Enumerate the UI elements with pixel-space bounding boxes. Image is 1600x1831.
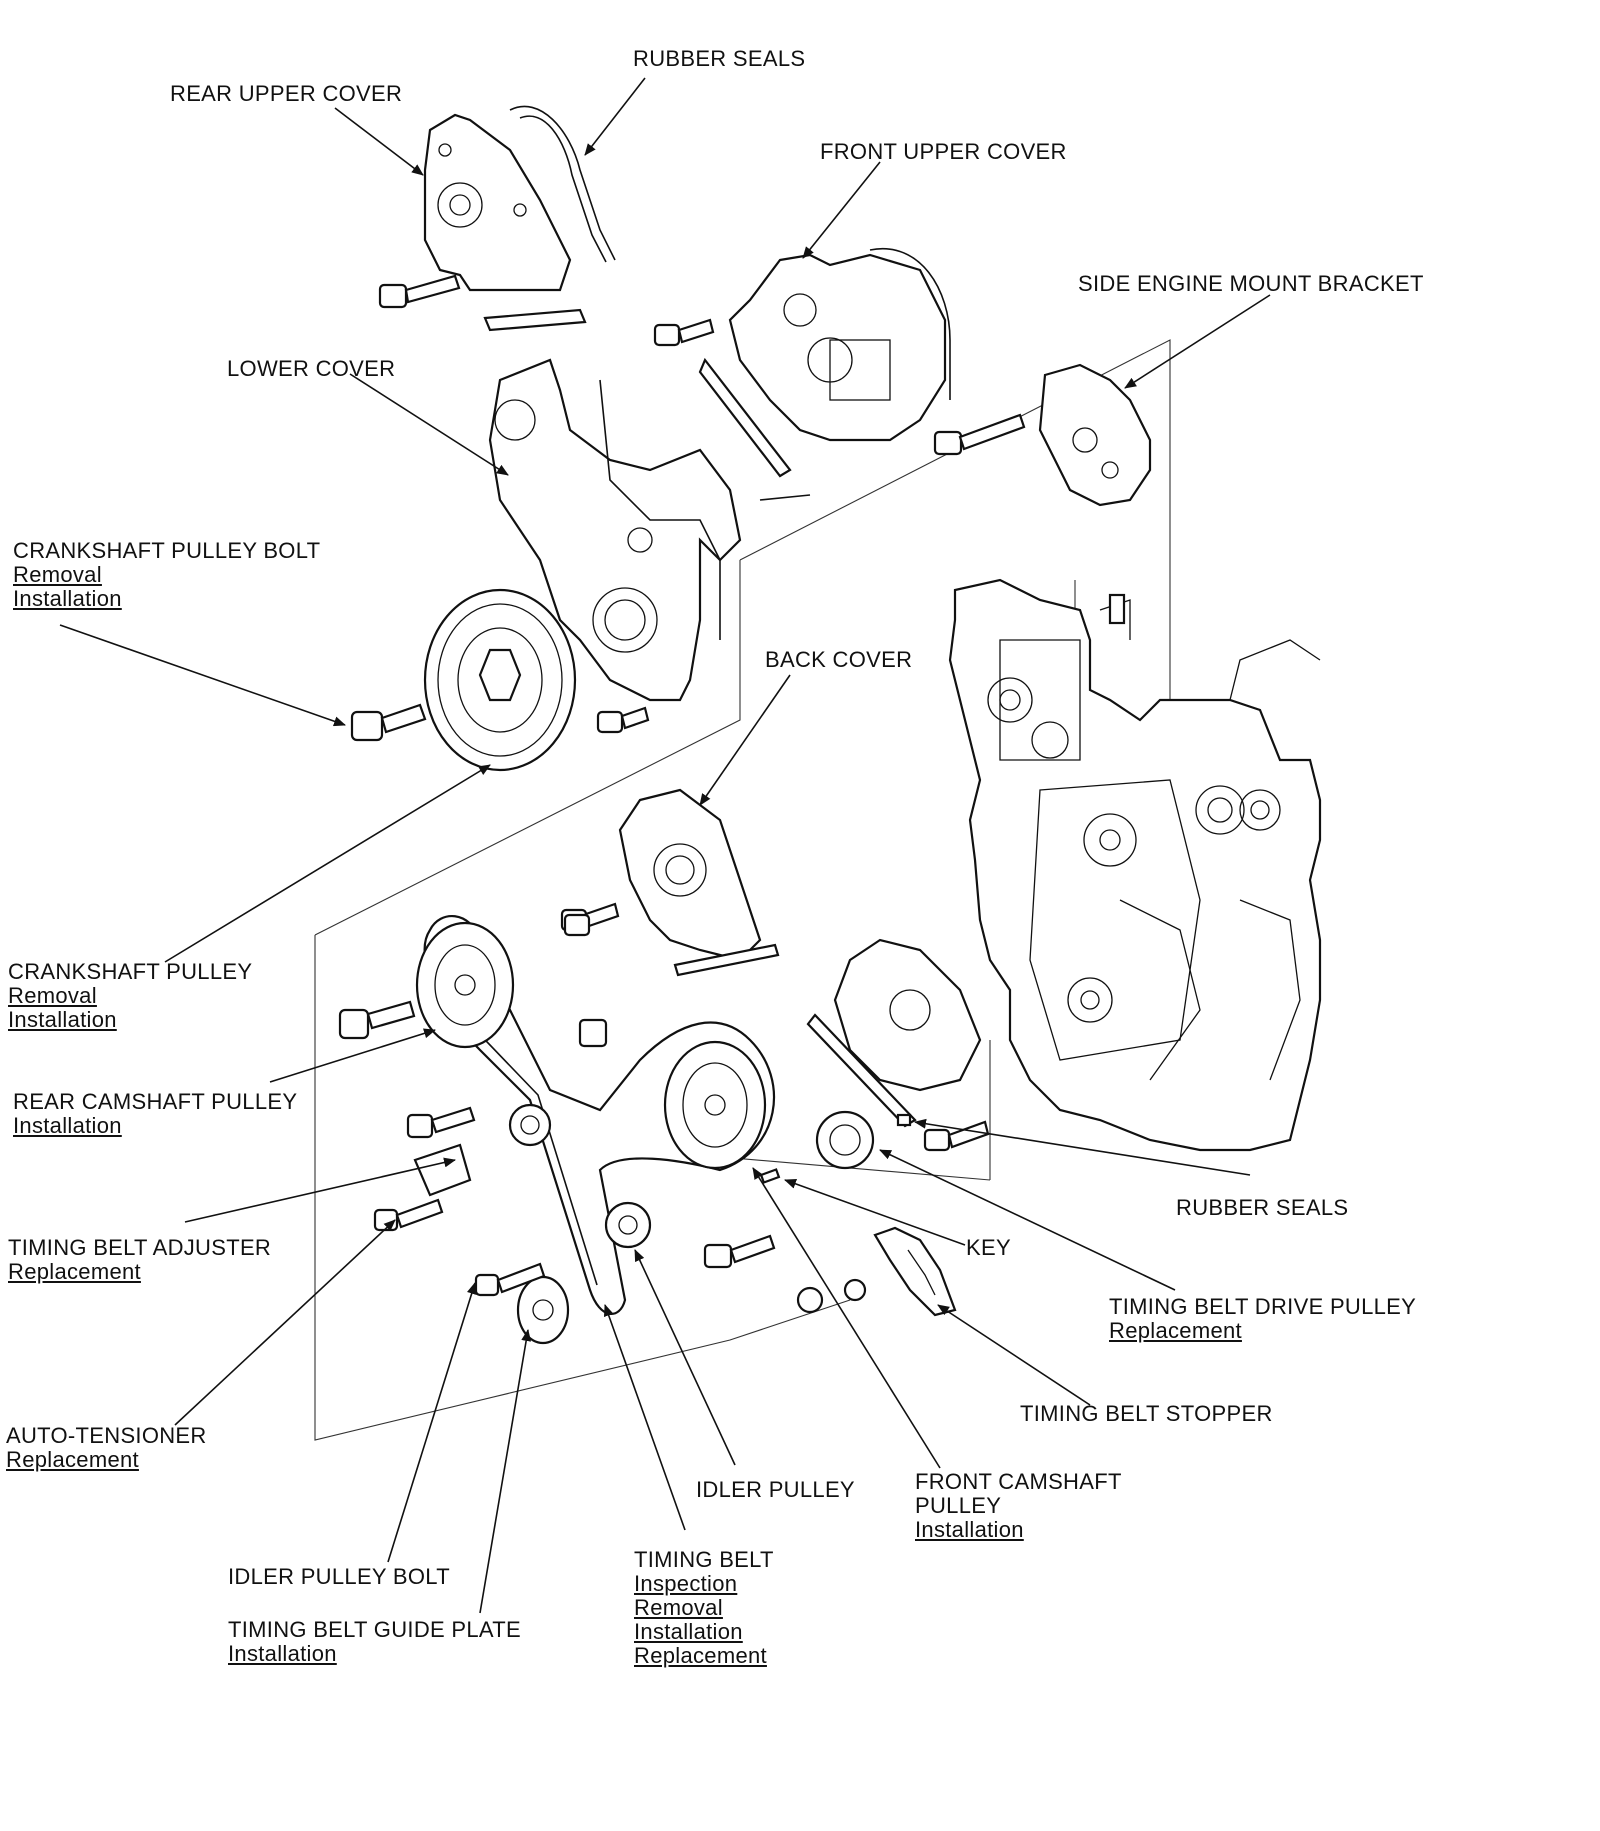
rear-upper-cover-illustration [378, 105, 616, 332]
link-timing-belt-guide-plate-installation[interactable]: Installation [228, 1641, 337, 1666]
link-timing-belt-drive-pulley-replacement[interactable]: Replacement [1109, 1318, 1242, 1343]
label-timing-belt-title: TIMING BELT [634, 1547, 774, 1572]
label-rear-camshaft-pulley-title: REAR CAMSHAFT PULLEY [13, 1089, 298, 1114]
label-rubber-seals-bottom-title: RUBBER SEALS [1176, 1195, 1349, 1220]
crankshaft-pulley-illustration [350, 588, 650, 772]
leader-lines [59, 77, 1271, 1614]
side-engine-mount-bracket-illustration [933, 363, 1152, 507]
link-timing-belt-replacement[interactable]: Replacement [634, 1643, 767, 1668]
label-back-cover: BACK COVER [765, 648, 912, 672]
link-auto-tensioner-replacement[interactable]: Replacement [6, 1447, 139, 1472]
link-timing-belt-inspection[interactable]: Inspection [634, 1571, 738, 1596]
label-side-engine-mount-bracket: SIDE ENGINE MOUNT BRACKET [1078, 272, 1424, 296]
label-rubber-seals-top: RUBBER SEALS [633, 47, 805, 71]
label-auto-tensioner: AUTO-TENSIONER Replacement [6, 1424, 207, 1472]
label-timing-belt: TIMING BELT Inspection Removal Installat… [634, 1548, 774, 1668]
label-timing-belt-adjuster-title: TIMING BELT ADJUSTER [8, 1235, 272, 1260]
label-crankshaft-pulley-title: CRANKSHAFT PULLEY [8, 959, 253, 984]
label-idler-pulley-bolt: IDLER PULLEY BOLT [228, 1565, 450, 1589]
link-front-camshaft-pulley-installation[interactable]: Installation [915, 1517, 1024, 1542]
lower-cover-illustration [488, 358, 811, 702]
label-rubber-seals-bottom: RUBBER SEALS [1176, 1196, 1348, 1220]
label-key: KEY [966, 1236, 1011, 1260]
label-lower-cover: LOWER COVER [227, 357, 395, 381]
label-side-engine-mount-bracket-title: SIDE ENGINE MOUNT BRACKET [1078, 271, 1424, 296]
label-front-camshaft-pulley-line2: PULLEY [915, 1493, 1002, 1518]
label-timing-belt-guide-plate: TIMING BELT GUIDE PLATE Installation [228, 1618, 521, 1666]
label-rubber-seals-top-title: RUBBER SEALS [633, 46, 806, 71]
label-crankshaft-pulley-bolt-title: CRANKSHAFT PULLEY BOLT [13, 538, 321, 563]
label-timing-belt-guide-plate-title: TIMING BELT GUIDE PLATE [228, 1617, 521, 1642]
engine-block-illustration [948, 578, 1322, 1152]
label-timing-belt-adjuster: TIMING BELT ADJUSTER Replacement [8, 1236, 271, 1284]
label-rear-upper-cover-title: REAR UPPER COVER [170, 81, 403, 106]
label-lower-cover-title: LOWER COVER [227, 356, 396, 381]
timing-belt-assembly-illustration [338, 913, 776, 1345]
link-crankshaft-pulley-bolt-removal[interactable]: Removal [13, 562, 102, 587]
label-timing-belt-drive-pulley-title: TIMING BELT DRIVE PULLEY [1109, 1294, 1417, 1319]
label-timing-belt-stopper-title: TIMING BELT STOPPER [1020, 1401, 1273, 1426]
front-upper-cover-illustration [653, 247, 951, 478]
label-crankshaft-pulley-bolt: CRANKSHAFT PULLEY BOLT Removal Installat… [13, 539, 320, 611]
label-timing-belt-drive-pulley: TIMING BELT DRIVE PULLEY Replacement [1109, 1295, 1416, 1343]
label-front-camshaft-pulley: FRONT CAMSHAFT PULLEY Installation [915, 1470, 1122, 1542]
link-rear-camshaft-pulley-installation[interactable]: Installation [13, 1113, 122, 1138]
label-idler-pulley-title: IDLER PULLEY [696, 1477, 855, 1502]
label-key-title: KEY [966, 1235, 1011, 1260]
label-idler-pulley-bolt-title: IDLER PULLEY BOLT [228, 1564, 450, 1589]
label-idler-pulley: IDLER PULLEY [696, 1478, 855, 1502]
back-cover-illustration [560, 788, 780, 977]
label-front-upper-cover: FRONT UPPER COVER [820, 140, 1067, 164]
label-timing-belt-stopper: TIMING BELT STOPPER [1020, 1402, 1273, 1426]
label-crankshaft-pulley: CRANKSHAFT PULLEY Removal Installation [8, 960, 252, 1032]
link-timing-belt-removal[interactable]: Removal [634, 1595, 723, 1620]
link-timing-belt-adjuster-replacement[interactable]: Replacement [8, 1259, 141, 1284]
label-front-upper-cover-title: FRONT UPPER COVER [820, 139, 1067, 164]
label-auto-tensioner-title: AUTO-TENSIONER [6, 1423, 207, 1448]
drive-pulley-and-stopper-illustration [759, 938, 990, 1317]
label-back-cover-title: BACK COVER [765, 647, 913, 672]
label-rear-camshaft-pulley: REAR CAMSHAFT PULLEY Installation [13, 1090, 297, 1138]
link-crankshaft-pulley-removal[interactable]: Removal [8, 983, 97, 1008]
link-crankshaft-pulley-bolt-installation[interactable]: Installation [13, 586, 122, 611]
label-front-camshaft-pulley-line1: FRONT CAMSHAFT [915, 1469, 1122, 1494]
link-crankshaft-pulley-installation[interactable]: Installation [8, 1007, 117, 1032]
label-rear-upper-cover: REAR UPPER COVER [170, 82, 402, 106]
link-timing-belt-installation[interactable]: Installation [634, 1619, 743, 1644]
